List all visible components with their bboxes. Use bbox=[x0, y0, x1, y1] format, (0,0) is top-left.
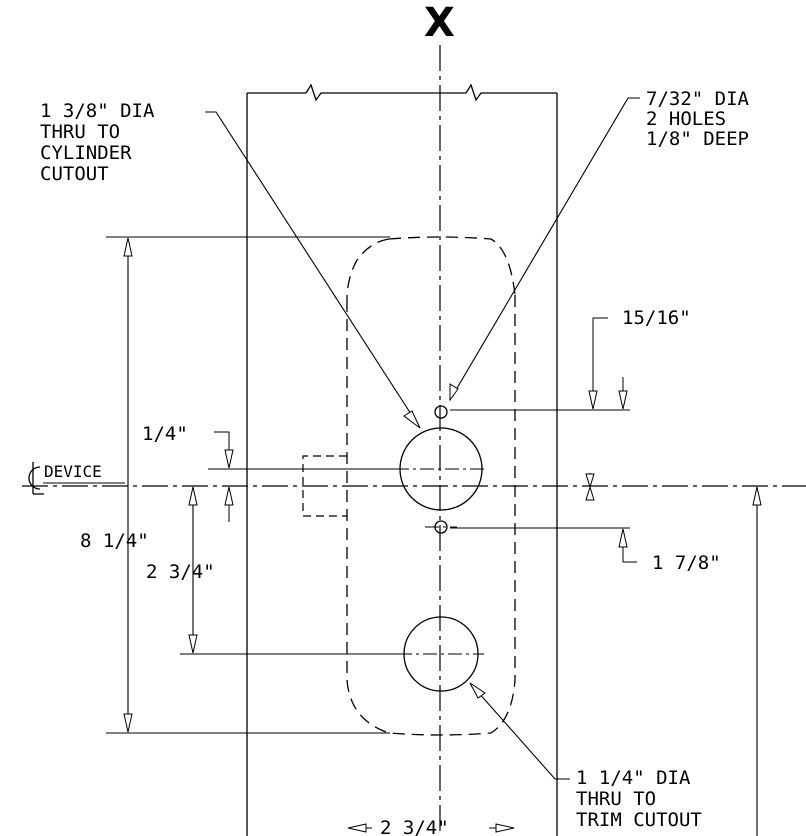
svg-text:1/8" DEEP: 1/8" DEEP bbox=[646, 128, 749, 150]
hole-centermarks bbox=[395, 468, 487, 655]
door-stile bbox=[246, 83, 558, 836]
dim-15-16: 15/16" bbox=[622, 307, 691, 329]
small-hole-top bbox=[434, 405, 448, 419]
svg-text:TRIM CUTOUT: TRIM CUTOUT bbox=[576, 809, 702, 831]
dim-1-4: 1/4" bbox=[142, 423, 188, 445]
drawing-title: X bbox=[424, 0, 455, 46]
holes-callout: 7/32" DIA 2 HOLES 1/8" DEEP bbox=[646, 88, 750, 150]
centerline-symbol bbox=[28, 462, 44, 495]
dim-1-7-8: 1 7/8" bbox=[652, 552, 721, 574]
svg-text:1 1/4" DIA: 1 1/4" DIA bbox=[576, 767, 691, 789]
dim-8-1-4: 8 1/4" bbox=[80, 530, 149, 552]
svg-text:2 HOLES: 2 HOLES bbox=[646, 108, 726, 130]
svg-text:7/32" DIA: 7/32" DIA bbox=[646, 88, 750, 110]
svg-text:1 3/8" DIA: 1 3/8" DIA bbox=[40, 100, 155, 122]
trim-callout: 1 1/4" DIA THRU TO TRIM CUTOUT bbox=[576, 767, 702, 831]
trim-outline bbox=[346, 236, 516, 736]
cylinder-callout: 1 3/8" DIA THRU TO CYLINDER CUTOUT bbox=[40, 100, 155, 185]
svg-text:THRU TO: THRU TO bbox=[40, 121, 120, 143]
svg-text:THRU TO: THRU TO bbox=[576, 788, 656, 810]
extension-lines bbox=[43, 236, 637, 734]
dim-2-3-4-horizontal: 2 3/4" bbox=[380, 817, 449, 836]
leader-arrowheads bbox=[403, 383, 486, 699]
dim-2-3-4-vertical: 2 3/4" bbox=[146, 561, 215, 583]
svg-text:CYLINDER: CYLINDER bbox=[40, 142, 132, 164]
leader-lines bbox=[205, 97, 640, 780]
svg-text:CUTOUT: CUTOUT bbox=[40, 163, 109, 185]
centerline-label: DEVICE bbox=[44, 462, 102, 481]
arrowheads bbox=[123, 237, 762, 833]
